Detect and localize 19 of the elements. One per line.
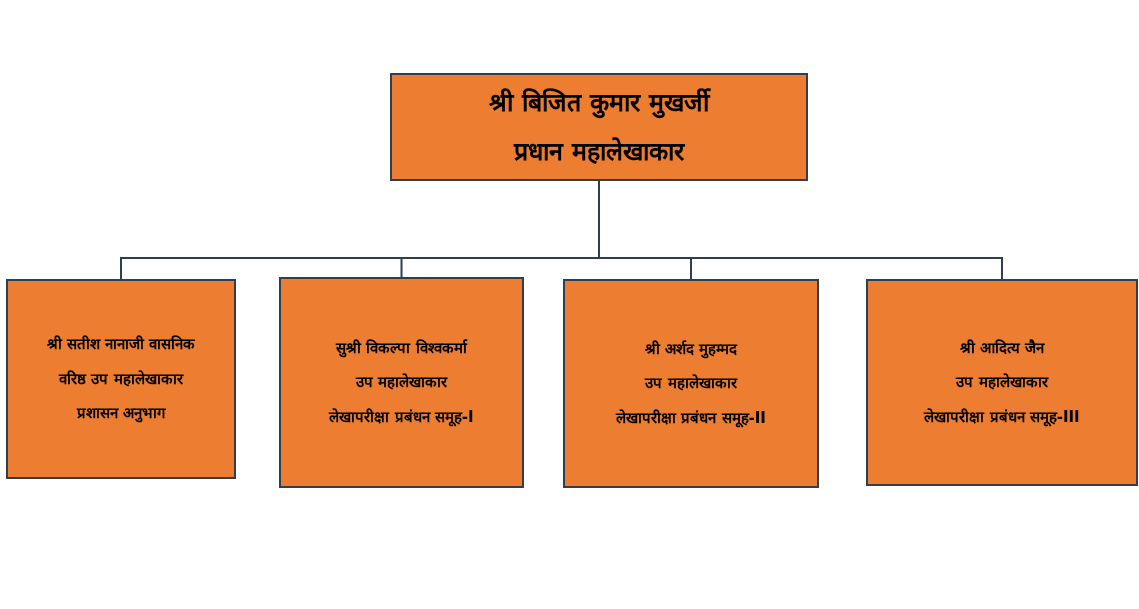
org-text: श्री बिजित कुमार मुखर्जी: [489, 86, 709, 121]
org-text: उप महालेखाकार: [355, 372, 448, 394]
org-box: [866, 279, 1138, 486]
org-text: प्रशासन अनुभाग: [76, 403, 166, 425]
org-text: लेखापरीक्षा प्रबंधन समूह-I: [329, 406, 474, 429]
org-text: उप महालेखाकार: [645, 373, 737, 395]
org-box: [563, 279, 819, 488]
org-text: श्री सतीश नानाजी वासनिक: [46, 334, 196, 356]
org-text: वरिष्ठ उप महालेखाकार: [59, 368, 183, 390]
org-text: श्री अर्शद मुहम्मद: [644, 338, 738, 361]
org-text: सुश्री विकल्पा विश्वकर्मा: [336, 337, 467, 360]
org-box: [279, 277, 524, 488]
org-text: श्री आदित्य जैन: [959, 337, 1045, 359]
org-text: उप महालेखाकार: [956, 372, 1048, 394]
org-text: लेखापरीक्षा प्रबंधन समूह-III: [924, 406, 1080, 429]
org-box: [6, 279, 236, 479]
org-box: [390, 73, 808, 181]
org-text: लेखापरीक्षा प्रबंधन समूह-II: [616, 407, 766, 430]
org-text: प्रधान महालेखाकार: [514, 136, 684, 168]
